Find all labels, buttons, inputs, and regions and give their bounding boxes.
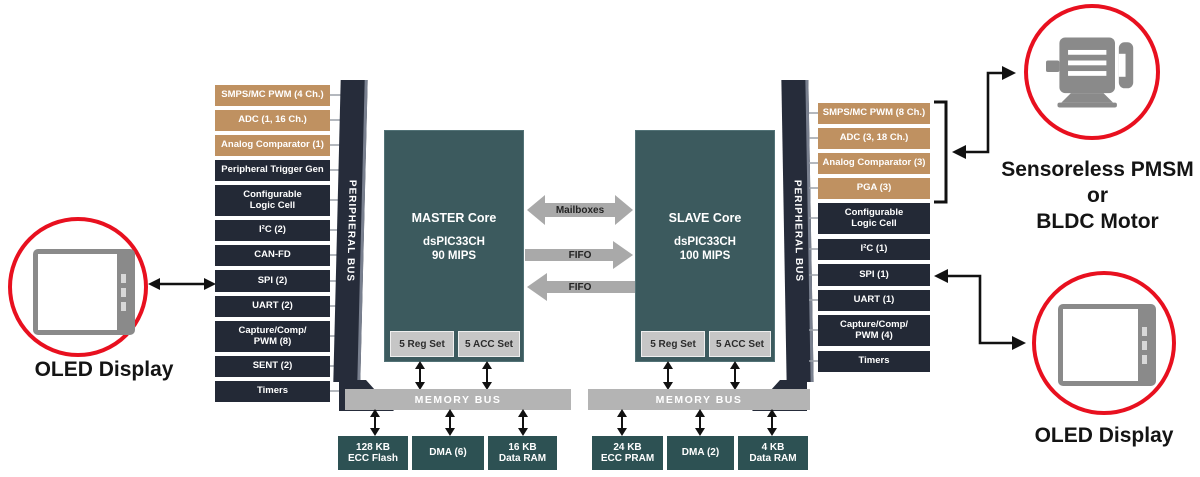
right-peripheral-clc: Configurable Logic Cell <box>818 203 930 234</box>
master-flash-block: 128 KB ECC Flash <box>338 436 408 470</box>
motor-circle <box>1024 4 1160 140</box>
master-core-speed: 90 MIPS <box>431 250 477 262</box>
motor-label-line1: Sensoreless PMSM or <box>1001 158 1194 207</box>
right-peripheral-i2c: I²C (1) <box>818 239 930 260</box>
oled-display-icon-right <box>1058 304 1156 386</box>
slave-core-speed: 100 MIPS <box>679 250 731 262</box>
oled-button-strip <box>117 254 130 330</box>
memory-arrow <box>518 409 528 436</box>
slave-core-title: SLAVE Core <box>668 211 742 225</box>
fifo-to-slave-label: FIFO <box>568 249 592 261</box>
master-core-family: dsPIC33CH <box>423 236 485 248</box>
motor-connector-arrow <box>952 66 1016 159</box>
oled-display-icon <box>33 249 135 335</box>
memory-arrow <box>767 409 777 436</box>
oled-right-label: OLED Display <box>1034 424 1174 447</box>
right-peripheral-bus-label: PERIPHERAL BUS <box>791 179 804 283</box>
left-peripheral-clc: Configurable Logic Cell <box>215 185 330 216</box>
oled-button-strip-right <box>1138 309 1151 381</box>
memory-arrow <box>617 409 627 436</box>
left-peripheral-ccp: Capture/Comp/ PWM (8) <box>215 321 330 352</box>
slave-ram-block: 4 KB Data RAM <box>738 436 808 470</box>
left-memory-bus: MEMORY BUS <box>345 389 571 410</box>
motor-label-line2: BLDC Motor <box>1036 210 1159 233</box>
master-core-title: MASTER Core <box>411 211 497 225</box>
right-peripheral-spi: SPI (1) <box>818 264 930 286</box>
oled-right-connector-arrow <box>934 269 1026 350</box>
right-peripheral-adc: ADC (3, 18 Ch.) <box>818 128 930 149</box>
oled-left-arrow <box>148 278 216 290</box>
right-peripheral-ccp: Capture/Comp/ PWM (4) <box>818 315 930 346</box>
master-dma-block: DMA (6) <box>412 436 484 470</box>
left-peripheral-uart: UART (2) <box>215 296 330 317</box>
slave-dma-block: DMA (2) <box>667 436 734 470</box>
left-peripheral-smps-pwm: SMPS/MC PWM (4 Ch.) <box>215 85 330 106</box>
slave-pram-block: 24 KB ECC PRAM <box>592 436 663 470</box>
fifo-to-master-arrow: FIFO <box>525 272 635 302</box>
motor-label: Sensoreless PMSM or BLDC Motor <box>995 157 1200 235</box>
fifo-to-master-label: FIFO <box>568 281 592 293</box>
oled-left-circle <box>8 217 148 357</box>
right-peripheral-comparator: Analog Comparator (3) <box>818 153 930 174</box>
memory-arrow <box>695 409 705 436</box>
slave-acc-set: 5 ACC Set <box>709 331 771 357</box>
memory-arrow <box>370 409 380 436</box>
slave-reg-set: 5 Reg Set <box>641 331 705 357</box>
mailboxes-label: Mailboxes <box>555 204 605 216</box>
slave-core-family: dsPIC33CH <box>674 236 736 248</box>
memory-arrow <box>663 361 673 390</box>
left-peripheral-sent: SENT (2) <box>215 356 330 377</box>
memory-arrow <box>445 409 455 436</box>
master-reg-set: 5 Reg Set <box>390 331 454 357</box>
left-peripheral-trigger-gen: Peripheral Trigger Gen <box>215 160 330 181</box>
left-peripheral-adc: ADC (1, 16 Ch.) <box>215 110 330 131</box>
memory-arrow <box>730 361 740 390</box>
right-peripheral-pga: PGA (3) <box>818 178 930 199</box>
right-peripheral-smps-pwm: SMPS/MC PWM (8 Ch.) <box>818 103 930 124</box>
slave-core: SLAVE Core dsPIC33CH 100 MIPS 5 Reg Set … <box>635 130 775 362</box>
master-core: MASTER Core dsPIC33CH 90 MIPS 5 Reg Set … <box>384 130 524 362</box>
memory-arrow <box>415 361 425 390</box>
left-peripheral-bus-label: PERIPHERAL BUS <box>343 179 358 283</box>
analog-group-bracket <box>934 100 948 204</box>
right-peripheral-timers: Timers <box>818 351 930 372</box>
right-peripheral-uart: UART (1) <box>818 290 930 311</box>
left-peripheral-spi: SPI (2) <box>215 270 330 292</box>
left-peripheral-timers: Timers <box>215 381 330 402</box>
fifo-to-slave-arrow: FIFO <box>525 240 635 270</box>
master-ram-block: 16 KB Data RAM <box>488 436 557 470</box>
oled-right-circle <box>1032 271 1176 415</box>
master-acc-set: 5 ACC Set <box>458 331 520 357</box>
mailboxes-arrow: Mailboxes <box>525 193 635 227</box>
memory-arrow <box>482 361 492 390</box>
right-memory-bus: MEMORY BUS <box>588 389 810 410</box>
left-peripheral-i2c: I²C (2) <box>215 220 330 241</box>
left-peripheral-canfd: CAN-FD <box>215 245 330 266</box>
oled-left-label: OLED Display <box>34 358 174 381</box>
motor-icon <box>1046 37 1134 108</box>
left-peripheral-comparator: Analog Comparator (1) <box>215 135 330 156</box>
